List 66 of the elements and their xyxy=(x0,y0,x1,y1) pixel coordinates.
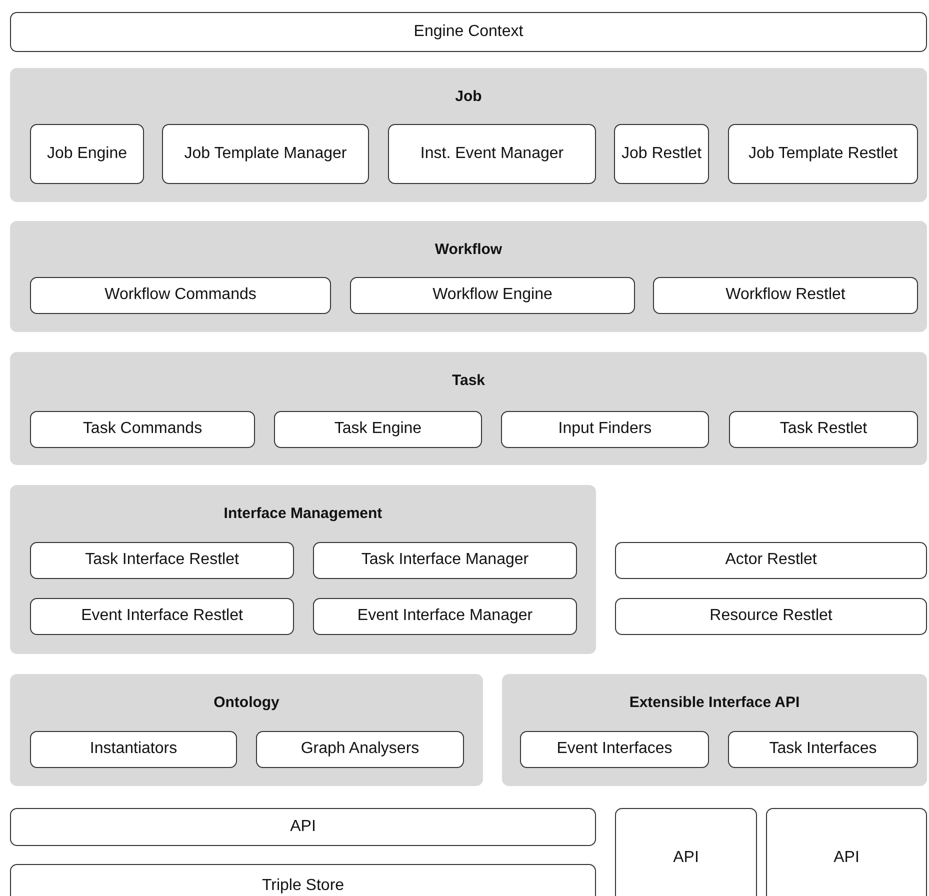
component-label: Event Interface Manager xyxy=(357,606,533,626)
layer-title: Task xyxy=(450,371,486,391)
component-label: Task Engine xyxy=(334,419,422,440)
layer-title: Workflow xyxy=(434,240,504,260)
component-label: Inst. Event Manager xyxy=(420,144,564,164)
layer-panel xyxy=(10,68,927,202)
component-label: Task Interfaces xyxy=(769,739,877,760)
component-box xyxy=(256,731,464,768)
component-label: Job Template Manager xyxy=(184,144,347,164)
component-box xyxy=(10,808,596,846)
component-label: API xyxy=(290,816,316,837)
layer-title: Ontology xyxy=(212,693,280,713)
layer-panel xyxy=(502,674,927,786)
component-box xyxy=(653,277,918,314)
component-box xyxy=(766,808,927,896)
component-box xyxy=(728,731,918,768)
component-box xyxy=(30,277,331,314)
component-box xyxy=(614,124,709,184)
component-label: Job Template Restlet xyxy=(748,144,898,164)
layer-title: Extensible Interface API xyxy=(628,693,801,713)
component-label: Triple Store xyxy=(262,876,344,896)
component-label: Actor Restlet xyxy=(725,550,817,570)
component-label: Workflow Engine xyxy=(432,285,552,306)
component-box xyxy=(615,542,927,579)
component-label: Event Interfaces xyxy=(556,739,672,760)
component-box xyxy=(501,411,709,448)
component-box xyxy=(388,124,596,184)
component-box xyxy=(30,731,237,768)
component-label: Job Restlet xyxy=(621,144,702,164)
component-label: Workflow Commands xyxy=(104,285,256,306)
layer-title: Interface Management xyxy=(222,504,384,524)
component-label: Resource Restlet xyxy=(710,606,832,626)
component-box xyxy=(30,411,255,448)
component-label: Input Finders xyxy=(558,419,652,440)
layer-title: Job xyxy=(454,87,483,107)
component-box xyxy=(520,731,709,768)
layer-panel xyxy=(10,485,596,654)
component-label: API xyxy=(834,848,860,868)
component-box xyxy=(10,864,596,896)
component-label: Workflow Restlet xyxy=(726,285,846,306)
component-box xyxy=(313,542,577,579)
component-box xyxy=(615,598,927,635)
component-box xyxy=(30,124,144,184)
component-label: Task Restlet xyxy=(780,419,868,440)
component-box xyxy=(10,12,927,52)
component-box xyxy=(615,808,757,896)
component-label: Task Commands xyxy=(82,419,202,440)
component-label: Task Interface Manager xyxy=(361,550,529,570)
component-label: Job Engine xyxy=(46,144,128,164)
component-box xyxy=(729,411,918,448)
layer-panel xyxy=(10,674,483,786)
component-box xyxy=(728,124,918,184)
component-label: Engine Context xyxy=(414,22,524,42)
component-label: Instantiators xyxy=(90,739,178,760)
layer-panel xyxy=(10,221,927,332)
component-label: Task Interface Restlet xyxy=(85,550,239,570)
component-label: API xyxy=(673,848,699,868)
layer-panel xyxy=(10,352,927,465)
component-label: Graph Analysers xyxy=(300,739,420,760)
component-box xyxy=(274,411,482,448)
component-box xyxy=(30,598,294,635)
component-box xyxy=(350,277,635,314)
component-box xyxy=(313,598,577,635)
component-box xyxy=(162,124,369,184)
component-label: Event Interface Restlet xyxy=(81,606,243,626)
component-box xyxy=(30,542,294,579)
